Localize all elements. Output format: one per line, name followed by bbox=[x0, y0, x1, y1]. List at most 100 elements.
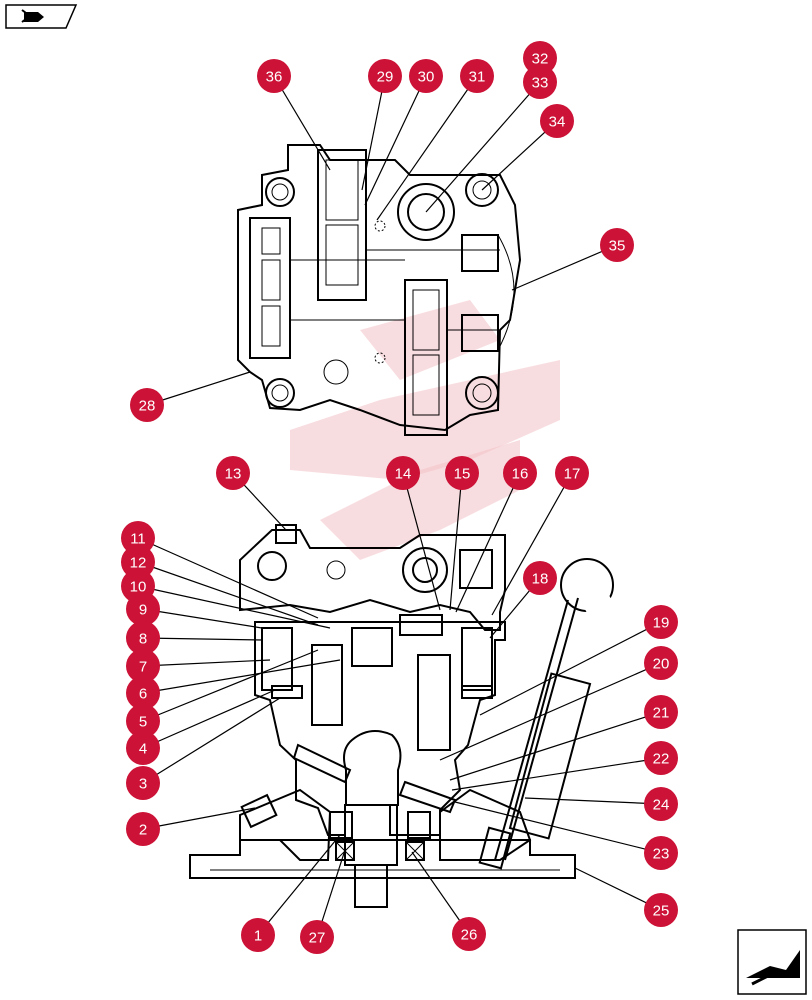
callout-label: 30 bbox=[418, 69, 435, 86]
callout-bubble bbox=[300, 920, 334, 954]
callout-label: 13 bbox=[225, 466, 242, 483]
callout-bubble bbox=[644, 605, 678, 639]
callout-bubble bbox=[523, 41, 557, 75]
callout-29[interactable]: 29 bbox=[368, 59, 402, 93]
callout-6[interactable]: 6 bbox=[126, 676, 160, 710]
callout-bubble bbox=[503, 456, 537, 490]
callout-label: 28 bbox=[139, 398, 156, 415]
callout-27[interactable]: 27 bbox=[300, 920, 334, 954]
callout-26[interactable]: 26 bbox=[452, 917, 486, 951]
callout-30[interactable]: 30 bbox=[409, 59, 443, 93]
callout-label: 12 bbox=[130, 555, 147, 572]
callout-bubble bbox=[644, 695, 678, 729]
callout-24[interactable]: 24 bbox=[644, 787, 678, 821]
callout-label: 22 bbox=[653, 751, 670, 768]
callout-9[interactable]: 9 bbox=[126, 592, 160, 626]
callout-label: 29 bbox=[377, 69, 394, 86]
callout-bubble bbox=[257, 59, 291, 93]
callout-label: 24 bbox=[653, 797, 670, 814]
callout-label: 16 bbox=[512, 466, 529, 483]
callout-bubble bbox=[644, 836, 678, 870]
callout-label: 19 bbox=[653, 615, 670, 632]
callout-11[interactable]: 11 bbox=[121, 521, 155, 555]
callout-36[interactable]: 36 bbox=[257, 59, 291, 93]
callout-18[interactable]: 18 bbox=[523, 561, 557, 595]
callout-label: 34 bbox=[549, 114, 566, 131]
callout-28[interactable]: 28 bbox=[130, 388, 164, 422]
callout-23[interactable]: 23 bbox=[644, 836, 678, 870]
callout-label: 7 bbox=[139, 659, 147, 676]
callout-label: 33 bbox=[532, 75, 549, 92]
callout-label: 35 bbox=[609, 238, 626, 255]
callout-bubble bbox=[241, 918, 275, 952]
callout-bubble bbox=[126, 812, 160, 846]
callout-25[interactable]: 25 bbox=[644, 893, 678, 927]
watermark-logo bbox=[290, 300, 560, 560]
callout-bubble bbox=[126, 731, 160, 765]
callout-22[interactable]: 22 bbox=[644, 741, 678, 775]
callout-label: 1 bbox=[254, 928, 262, 945]
callout-label: 4 bbox=[139, 741, 147, 758]
callout-2[interactable]: 2 bbox=[126, 812, 160, 846]
callout-label: 2 bbox=[139, 822, 147, 839]
callout-bubble bbox=[126, 649, 160, 683]
leader-lines bbox=[137, 75, 662, 938]
callout-bubble bbox=[644, 646, 678, 680]
callout-7[interactable]: 7 bbox=[126, 649, 160, 683]
callout-bubble bbox=[445, 456, 479, 490]
callout-17[interactable]: 17 bbox=[555, 456, 589, 490]
callout-15[interactable]: 15 bbox=[445, 456, 479, 490]
callout-bubble bbox=[409, 59, 443, 93]
callout-label: 10 bbox=[130, 579, 147, 596]
callout-21[interactable]: 21 bbox=[644, 695, 678, 729]
callout-label: 14 bbox=[395, 466, 412, 483]
callout-bubble bbox=[540, 104, 574, 138]
callout-19[interactable]: 19 bbox=[644, 605, 678, 639]
callout-bubble bbox=[523, 65, 557, 99]
callout-label: 36 bbox=[266, 69, 283, 86]
callout-bubble bbox=[126, 676, 160, 710]
callout-bubble bbox=[126, 621, 160, 655]
callout-13[interactable]: 13 bbox=[216, 456, 250, 490]
callout-label: 21 bbox=[653, 705, 670, 722]
callout-label: 20 bbox=[653, 656, 670, 673]
callout-12[interactable]: 12 bbox=[121, 545, 155, 579]
callout-bubble bbox=[368, 59, 402, 93]
callout-33[interactable]: 33 bbox=[523, 65, 557, 99]
callout-32[interactable]: 32 bbox=[523, 41, 557, 75]
callout-34[interactable]: 34 bbox=[540, 104, 574, 138]
callout-bubble bbox=[460, 59, 494, 93]
callout-label: 8 bbox=[139, 631, 147, 648]
callout-31[interactable]: 31 bbox=[460, 59, 494, 93]
arrow-back-icon[interactable] bbox=[5, 4, 78, 29]
callout-label: 6 bbox=[139, 686, 147, 703]
callout-bubble bbox=[126, 766, 160, 800]
callout-bubble bbox=[644, 787, 678, 821]
callout-label: 18 bbox=[532, 571, 549, 588]
arrow-forward-icon[interactable] bbox=[737, 929, 807, 995]
callout-label: 27 bbox=[309, 930, 326, 947]
callout-label: 9 bbox=[139, 602, 147, 619]
callout-bubble bbox=[644, 741, 678, 775]
callout-4[interactable]: 4 bbox=[126, 731, 160, 765]
callout-14[interactable]: 14 bbox=[386, 456, 420, 490]
callout-3[interactable]: 3 bbox=[126, 766, 160, 800]
callout-1[interactable]: 1 bbox=[241, 918, 275, 952]
callout-bubble bbox=[523, 561, 557, 595]
callout-label: 23 bbox=[653, 846, 670, 863]
callout-bubble bbox=[386, 456, 420, 490]
callout-20[interactable]: 20 bbox=[644, 646, 678, 680]
callout-8[interactable]: 8 bbox=[126, 621, 160, 655]
callout-35[interactable]: 35 bbox=[600, 228, 634, 262]
callout-label: 15 bbox=[454, 466, 471, 483]
callout-label: 17 bbox=[564, 466, 581, 483]
callout-label: 5 bbox=[139, 714, 147, 731]
callout-bubble bbox=[126, 704, 160, 738]
callout-16[interactable]: 16 bbox=[503, 456, 537, 490]
callout-label: 31 bbox=[469, 69, 486, 86]
callout-bubble bbox=[600, 228, 634, 262]
callout-label: 25 bbox=[653, 903, 670, 920]
callout-5[interactable]: 5 bbox=[126, 704, 160, 738]
